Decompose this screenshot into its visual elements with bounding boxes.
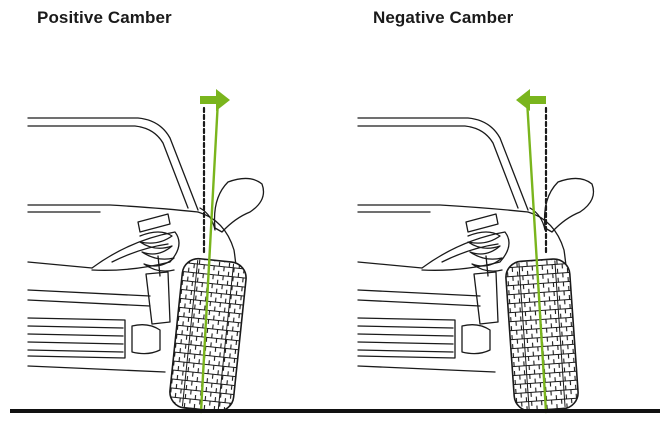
coil-spring-icon <box>137 213 175 325</box>
side-mirror <box>543 177 595 233</box>
ground-line <box>10 409 660 413</box>
coil-spring-icon <box>465 213 503 325</box>
negative-camber-panel <box>357 89 595 414</box>
camber-axis-line <box>525 98 548 414</box>
camber-arrow-icon <box>516 89 546 111</box>
positive-camber-panel <box>27 89 265 414</box>
car-body-outline <box>357 117 570 373</box>
side-mirror <box>213 177 265 233</box>
camber-axis-line <box>199 98 220 414</box>
negative-camber-title: Negative Camber <box>373 8 514 27</box>
camber-arrow-icon <box>200 89 230 111</box>
positive-camber-title: Positive Camber <box>37 8 172 27</box>
car-body-outline <box>27 117 240 373</box>
